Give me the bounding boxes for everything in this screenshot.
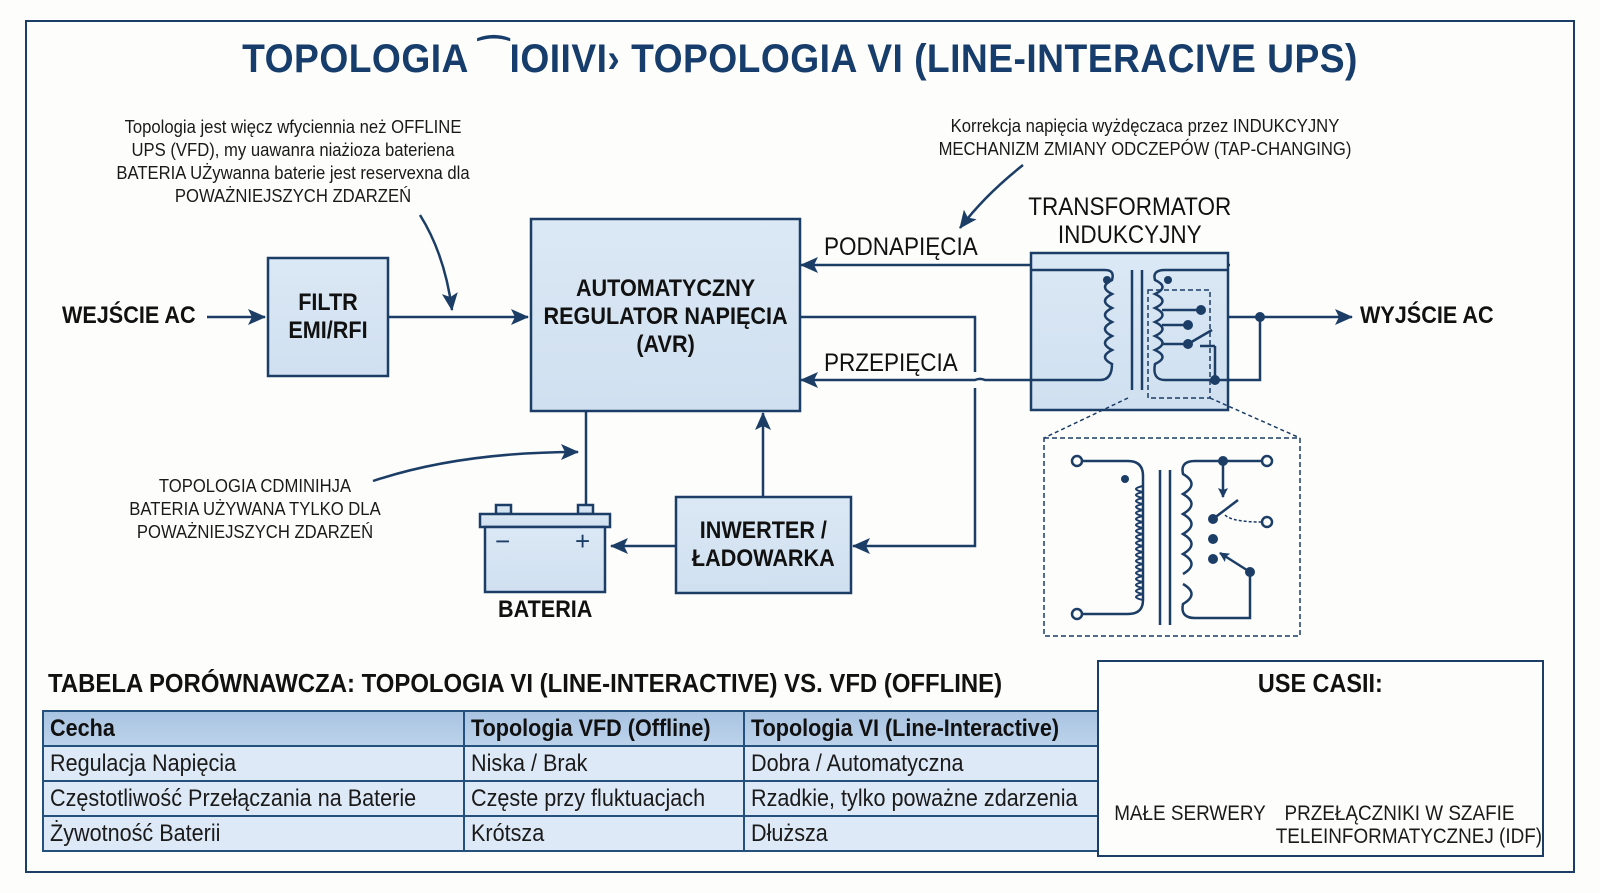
annotation-bottom-left: TOPOLOGIA CDMINIHJA BATERIA UŻYWANA TYLK… [116, 474, 395, 543]
annotation-arrow-bottom-left [372, 444, 579, 483]
table-header-row: Cecha Topologia VFD (Offline) Topologia … [42, 710, 1122, 747]
table-row: Częstotliwość Przełączania na Baterie Cz… [42, 780, 1122, 817]
annotation-line: MECHANIZM ZMIANY ODCZEPÓW (TAP-CHANGING) [938, 138, 1352, 159]
output-ac-label: WYJŚCIE AC [1360, 302, 1494, 329]
cell-text: Krótsza [470, 819, 545, 847]
table-cell: Częstotliwość Przełączania na Baterie [42, 780, 465, 817]
annotation-top-left: Topologia jest więcz wfyciennia neż OFFL… [113, 115, 473, 207]
tap-changer-detail [1043, 437, 1301, 637]
inverter-label: INWERTER /ŁADOWARKA [676, 497, 851, 593]
table-cell: Dobra / Automatyczna [743, 745, 1122, 782]
inverter-label-line: INWERTER / [699, 517, 828, 544]
avr-label-line: (AVR) [636, 331, 695, 358]
use-case-title-text: USE CASII: [1258, 668, 1383, 698]
annotation-line: Korrekcja napięcia wyżdęczaca przez INDU… [950, 115, 1340, 136]
annotation-top-right: Korrekcja napięcia wyżdęczaca przez INDU… [929, 114, 1361, 160]
inverter-label-line: ŁADOWARKA [692, 545, 835, 572]
use-case-title: USE CASII: [1097, 668, 1544, 699]
battery-label: BATERIA [498, 596, 593, 623]
annotation-line: POWAŻNIEJSZYCH ZDARZEŃ [136, 521, 374, 542]
outer-frame [25, 20, 1575, 873]
use-case-label-line: TELEINFORMATYCZNEJ (IDF) [1275, 825, 1543, 848]
header-text: Topologia VFD (Offline) [470, 714, 711, 742]
transformer-title-line: TRANSFORMATOR [1028, 193, 1232, 221]
cell-text: Niska / Brak [470, 749, 588, 777]
table-header-cell: Cecha [42, 710, 465, 747]
table-title: TABELA PORÓWNAWCZA: TOPOLOGIA VI (LINE-I… [48, 668, 1003, 698]
cell-text: Dobra / Automatyczna [751, 749, 964, 777]
table-header-cell: Topologia VI (Line-Interactive) [743, 710, 1122, 747]
cell-text: Częstotliwość Przełączania na Baterie [50, 784, 417, 812]
use-case-idf-switches-label: PRZEŁĄCZNIKI W SZAFIE TELEINFORMATYCZNEJ… [1275, 802, 1543, 848]
annotation-line: BATERIA UŻywanna baterie jest reservexna… [116, 162, 470, 183]
table-cell: Regulacja Napięcia [42, 745, 465, 782]
use-case-label-line: MAŁE SERWERY [1114, 802, 1266, 825]
filter-label-line: EMI/RFI [288, 317, 368, 344]
use-case-small-servers-label: MAŁE SERWERY [1109, 802, 1271, 825]
cell-text: Częste przy fluktuacjach [470, 784, 705, 812]
wire-avr-to-inverter [801, 315, 977, 546]
table-cell: Żywotność Baterii [42, 815, 465, 852]
annotation-line: TOPOLOGIA CDMINIHJA [158, 475, 352, 496]
annotation-line: BATERIA UŻYWANA TYLKO DLA [129, 498, 381, 519]
table-cell: Krótsza [462, 815, 746, 852]
cell-text: Żywotność Baterii [50, 819, 221, 847]
battery-icon [478, 503, 612, 594]
transformer-title-line: INDUKCYJNY [1058, 221, 1202, 249]
use-case-panel [1097, 660, 1544, 857]
avr-box [529, 217, 802, 413]
table-row: Regulacja Napięcia Niska / Brak Dobra / … [42, 745, 1122, 782]
table-cell: Rzadkie, tylko poważne zdarzenia [743, 780, 1122, 817]
overvoltage-label: PRZEPIĘCIA [824, 349, 958, 377]
annotation-arrow-top-right [959, 164, 1024, 229]
transformer-box [1029, 251, 1230, 412]
page-title: TOPOLOGIA ⁀IOIIVI› TOPOLOGIA VI (LINE-IN… [242, 37, 1358, 81]
inverter-box [674, 495, 853, 595]
battery-minus-sign: − [495, 526, 511, 556]
use-case-label-line: PRZEŁĄCZNIKI W SZAFIE [1284, 802, 1515, 825]
undervoltage-label: PODNAPIĘCIA [824, 233, 978, 261]
avr-label-line: REGULATOR NAPIĘCIA [543, 303, 788, 330]
cell-text: Regulacja Napięcia [50, 749, 237, 777]
header-text: Cecha [50, 714, 115, 742]
table-header-cell: Topologia VFD (Offline) [462, 710, 746, 747]
annotation-line: POWAŻNIEJSZYCH ZDARZEŃ [174, 185, 412, 206]
battery-plus-sign: + [575, 526, 591, 556]
annotation-line: UPS (VFD), my uawanra niażioza bateriena [131, 139, 455, 160]
table-cell: Dłuższa [743, 815, 1122, 852]
comparison-table: Cecha Topologia VFD (Offline) Topologia … [42, 710, 1122, 852]
wire-overvoltage [800, 372, 1230, 388]
filter-box [266, 256, 390, 378]
header-text: Topologia VI (Line-Interactive) [751, 714, 1060, 742]
annotation-arrow-top-left [418, 214, 458, 311]
annotation-line: Topologia jest więcz wfyciennia neż OFFL… [124, 116, 462, 137]
table-cell: Niska / Brak [462, 745, 746, 782]
cell-text: Dłuższa [751, 819, 828, 847]
cell-text: Rzadkie, tylko poważne zdarzenia [751, 784, 1078, 812]
table-cell: Częste przy fluktuacjach [462, 780, 746, 817]
junction-dot [1255, 312, 1265, 322]
table-row: Żywotność Baterii Krótsza Dłuższa [42, 815, 1122, 852]
avr-label-line: AUTOMATYCZNY [575, 275, 756, 302]
filter-label-line: FILTR [298, 289, 358, 316]
input-ac-label: WEJŚCIE AC [62, 302, 196, 329]
